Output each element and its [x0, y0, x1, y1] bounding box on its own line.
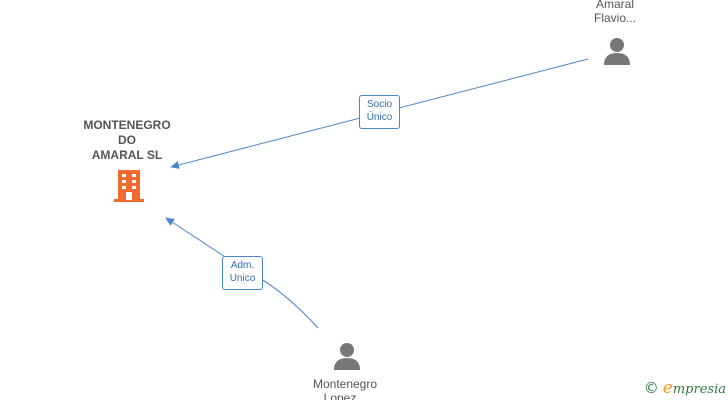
- brand-logo-text: mpresia: [672, 382, 726, 397]
- relation-label-line: Socio: [366, 99, 392, 110]
- person-icon[interactable]: [331, 341, 363, 371]
- company-name-line: MONTENEGRO: [83, 118, 171, 132]
- company-name-line: AMARAL SL: [91, 148, 163, 162]
- person-name-line: Lopez...: [323, 391, 367, 400]
- person-name-line: Flavio...: [593, 11, 636, 25]
- building-icon[interactable]: [112, 168, 146, 204]
- company-name-line: DO: [118, 133, 136, 147]
- relation-label-line: Unico: [229, 273, 256, 284]
- company-name[interactable]: MONTENEGRO DO AMARAL SL: [72, 118, 182, 163]
- person-name-line: Montenegro: [312, 377, 378, 391]
- relation-label-line: Adm.: [230, 260, 255, 271]
- relation-label-socio[interactable]: Socio Único: [359, 95, 400, 129]
- relation-label-line: Único: [366, 112, 393, 123]
- brand-watermark: ©empresia: [644, 378, 726, 398]
- relation-label-adm[interactable]: Adm. Unico: [222, 256, 263, 290]
- person-icon[interactable]: [601, 36, 633, 66]
- copyright-icon: ©: [643, 379, 659, 397]
- person-name[interactable]: Amaral Flavio...: [575, 0, 655, 25]
- brand-logo-letter: e: [662, 378, 673, 398]
- person-name[interactable]: Montenegro Lopez...: [305, 377, 385, 400]
- person-name-line: Amaral: [595, 0, 634, 11]
